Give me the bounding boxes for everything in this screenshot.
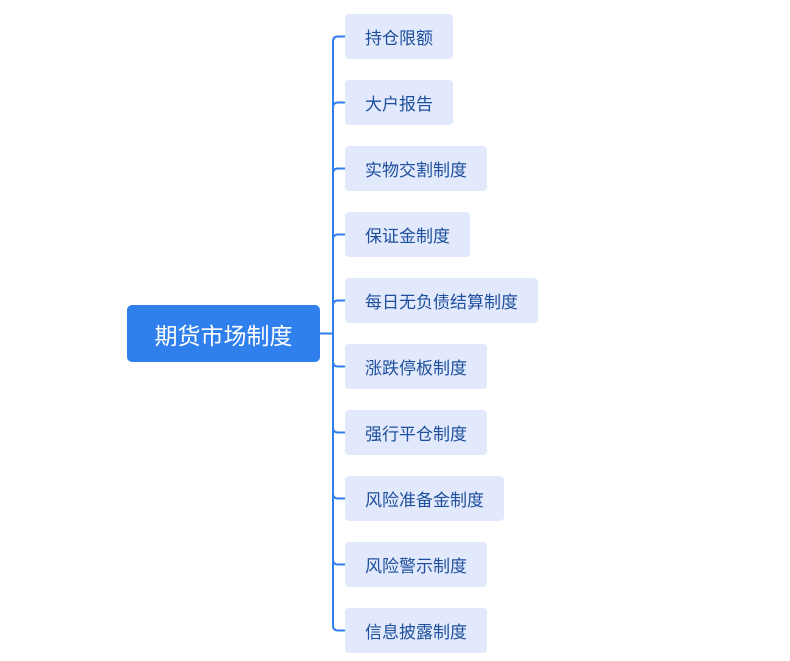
child-node[interactable]: 强行平仓制度 (345, 410, 487, 455)
child-node[interactable]: 保证金制度 (345, 212, 470, 257)
branch-line (332, 333, 345, 434)
child-node[interactable]: 风险准备金制度 (345, 476, 504, 521)
branch-line (332, 35, 345, 334)
child-node[interactable]: 每日无负债结算制度 (345, 278, 538, 323)
branch-line (332, 333, 345, 632)
branch-line (332, 101, 345, 334)
branch-line (332, 333, 345, 500)
branch-line (332, 299, 345, 334)
branch-line (332, 333, 345, 566)
child-node[interactable]: 信息披露制度 (345, 608, 487, 653)
branch-line (332, 333, 345, 368)
child-node[interactable]: 风险警示制度 (345, 542, 487, 587)
child-node[interactable]: 大户报告 (345, 80, 453, 125)
branch-line (332, 233, 345, 334)
child-node[interactable]: 涨跌停板制度 (345, 344, 487, 389)
child-node[interactable]: 实物交割制度 (345, 146, 487, 191)
root-node[interactable]: 期货市场制度 (127, 305, 320, 362)
child-node[interactable]: 持仓限额 (345, 14, 453, 59)
branch-line (332, 167, 345, 334)
